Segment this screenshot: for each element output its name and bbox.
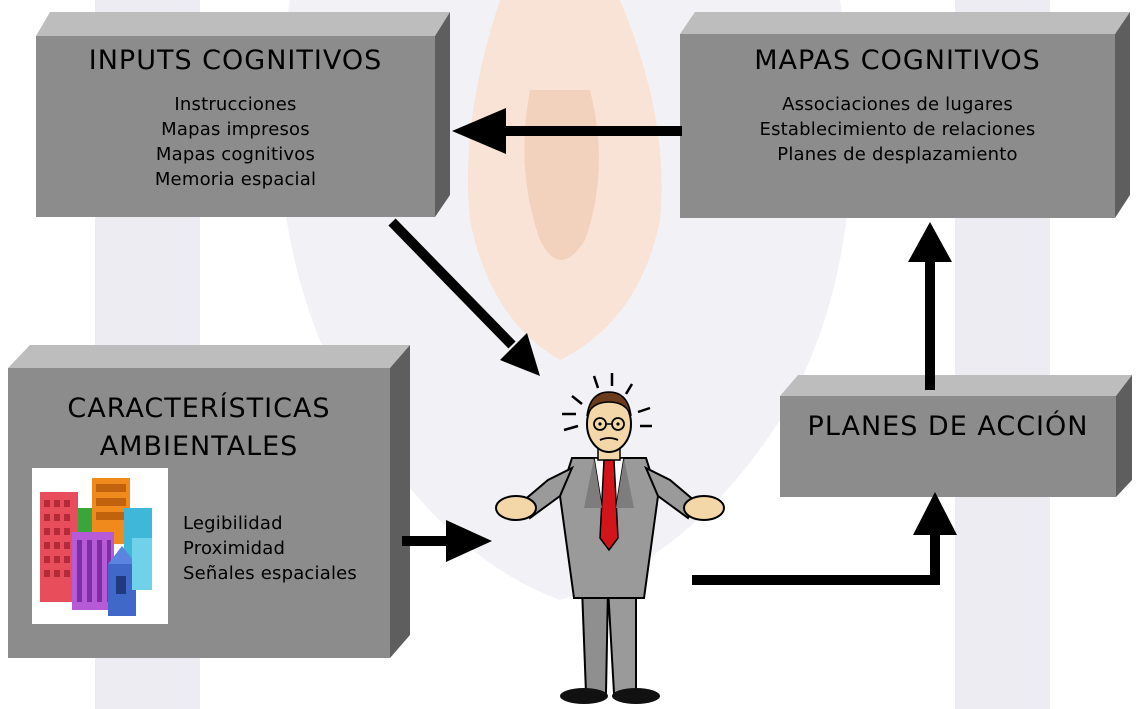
caracteristicas-list: Legibilidad Proximidad Señales espaciale… [183, 511, 383, 586]
confused-businessman-icon [495, 373, 725, 704]
arrow-caracteristicas-to-person [402, 520, 492, 562]
inputs-cognitivos-title: INPUTS COGNITIVOS [88, 45, 383, 76]
mapas-item-establecimiento: Establecimiento de relaciones [759, 119, 1036, 140]
caracteristicas-title-line2: AMBIENTALES [99, 431, 299, 462]
caracteristicas-item-senales: Señales espaciales [183, 563, 358, 584]
mapas-item-associaciones: Associaciones de lugares [782, 94, 1013, 115]
planes-de-accion-box-shape [780, 375, 1132, 497]
inputs-item-memoria-espacial: Memoria espacial [154, 169, 317, 190]
inputs-item-instrucciones: Instrucciones [174, 94, 297, 115]
caracteristicas-item-proximidad: Proximidad [183, 538, 286, 559]
arrow-person-to-planes [692, 492, 957, 585]
inputs-cognitivos-box-shape [36, 12, 450, 217]
arrow-inputs-to-person [388, 218, 540, 376]
mapas-cognitivos-title: MAPAS COGNITIVOS [754, 45, 1041, 76]
arrow-planes-to-mapas [908, 222, 952, 390]
inputs-item-mapas-impresos: Mapas impresos [161, 119, 310, 140]
caracteristicas-title-line1: CARACTERÍSTICAS [67, 393, 331, 424]
mapas-cognitivos-box-shape [680, 12, 1130, 218]
inputs-item-mapas-cognitivos: Mapas cognitivos [155, 144, 316, 165]
inputs-cognitivos-list: Instrucciones Mapas impresos Mapas cogni… [36, 92, 435, 192]
mapas-cognitivos-list: Associaciones de lugares Establecimiento… [680, 92, 1115, 167]
buildings-icon [32, 468, 168, 624]
mapas-item-planes-desplazamiento: Planes de desplazamiento [777, 144, 1018, 165]
arrow-mapas-to-inputs [452, 108, 682, 154]
caracteristicas-ambientales-box: CARACTERÍSTICAS AMBIENTALES [0, 340, 420, 660]
planes-de-accion-box: PLANES DE ACCIÓN [770, 370, 1138, 505]
caracteristicas-item-legibilidad: Legibilidad [183, 513, 283, 534]
planes-de-accion-title: PLANES DE ACCIÓN [807, 411, 1089, 442]
inputs-cognitivos-box: INPUTS COGNITIVOS Instrucciones Mapas im… [0, 0, 460, 230]
mapas-cognitivos-box: MAPAS COGNITIVOS Associaciones de lugare… [670, 0, 1138, 230]
